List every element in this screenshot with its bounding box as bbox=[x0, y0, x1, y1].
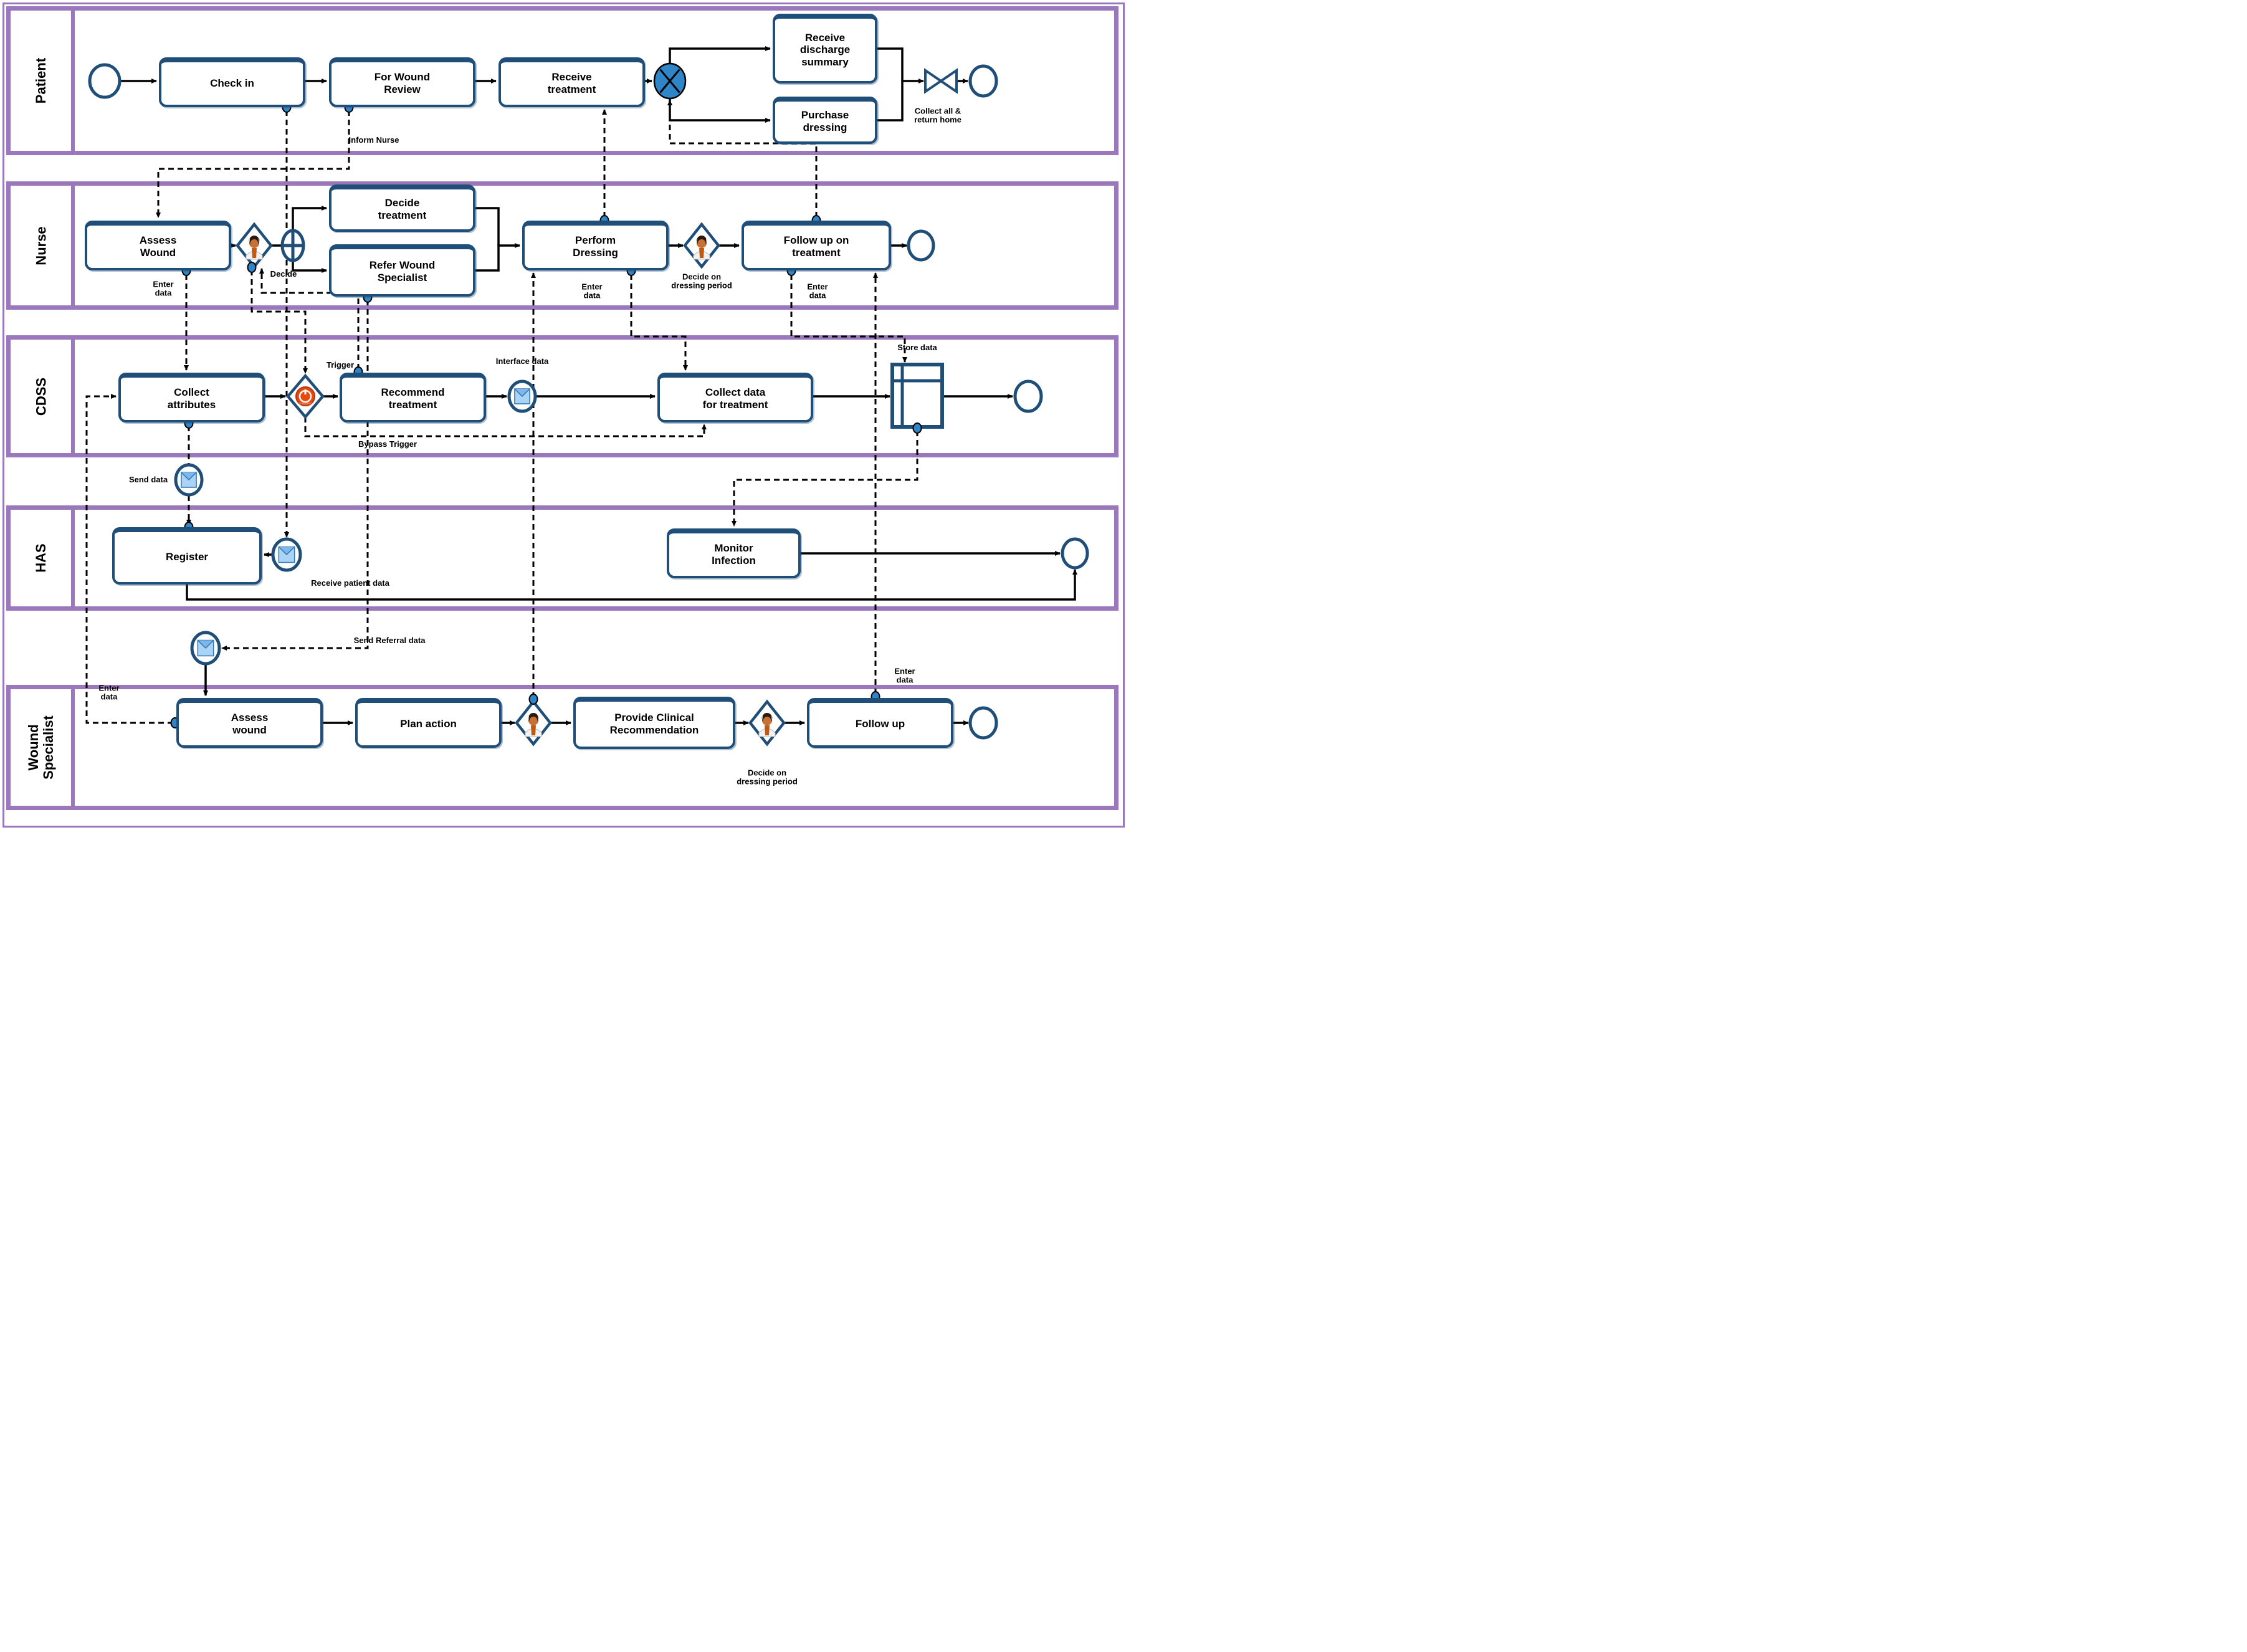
task-provide-clinical-recommendation[interactable]: Provide Clinical Recommendation bbox=[573, 697, 735, 749]
start-patient[interactable] bbox=[88, 63, 122, 99]
label-enter-data-followup-ws: Enter data bbox=[894, 666, 915, 685]
message-anchor-dot bbox=[528, 694, 538, 705]
task-receive-treatment[interactable]: Receive treatment bbox=[499, 57, 645, 107]
gateway-ws-decide-dressing[interactable] bbox=[748, 699, 786, 747]
label-enter-data-ws: Enter data bbox=[98, 683, 120, 702]
event-interface-data[interactable] bbox=[507, 380, 537, 413]
event-send-referral[interactable] bbox=[190, 631, 221, 666]
gateway-ws-decide[interactable] bbox=[515, 699, 552, 747]
task-purchase-dressing[interactable]: Purchase dressing bbox=[773, 97, 877, 144]
label-enter-data-perform: Enter data bbox=[581, 282, 603, 300]
label-enter-data-assess: Enter data bbox=[153, 279, 174, 298]
flow-refer-merge bbox=[475, 243, 520, 272]
gateway-xor[interactable] bbox=[653, 62, 687, 100]
lane-label-divider bbox=[71, 510, 75, 606]
label-enter-data-followup-tx: Enter data bbox=[807, 282, 828, 300]
task-collect-attributes[interactable]: Collect attributes bbox=[118, 373, 265, 423]
label-inform-nurse: Inform Nurse bbox=[348, 135, 399, 145]
gateway-parallel[interactable] bbox=[280, 229, 305, 262]
label-trigger: Trigger bbox=[326, 360, 355, 370]
label-receive-patient-data: Receive patient data bbox=[311, 578, 389, 588]
msg-bypass-trigger bbox=[304, 417, 707, 437]
lane-label-divider bbox=[71, 11, 75, 151]
flow-purchase-merge bbox=[877, 79, 924, 122]
flow-parallel-decidetx bbox=[292, 206, 327, 231]
gateway-decide[interactable] bbox=[236, 222, 273, 269]
task-receive-discharge-summary[interactable]: Receive discharge summary bbox=[773, 14, 877, 84]
task-collect-data-for-treatment[interactable]: Collect data for treatment bbox=[657, 373, 813, 423]
label-interface-data: Interface data bbox=[495, 356, 549, 366]
msg-fwr-assesswound bbox=[156, 110, 350, 218]
task-follow-up[interactable]: Follow up bbox=[807, 698, 953, 748]
label-store-data: Store data bbox=[897, 342, 937, 352]
task-perform-dressing[interactable]: Perform Dressing bbox=[522, 221, 669, 270]
end-nurse[interactable] bbox=[907, 229, 935, 262]
flow-xor-discharge bbox=[669, 46, 771, 64]
edge-layer bbox=[85, 46, 1089, 747]
task-check-in[interactable]: Check in bbox=[159, 57, 305, 107]
gateway-trigger[interactable] bbox=[286, 373, 325, 419]
message-anchor-dot bbox=[912, 423, 922, 434]
msg-followuptx-store bbox=[790, 274, 907, 363]
gateway-decide-dressing[interactable] bbox=[683, 222, 720, 269]
label-bypass-trigger: Bypass Trigger bbox=[358, 439, 417, 449]
msg-recommend-decide bbox=[259, 268, 360, 370]
event-send-data[interactable] bbox=[174, 463, 204, 497]
store-data[interactable] bbox=[890, 363, 944, 429]
task-follow-up-on-treatment[interactable]: Follow up on treatment bbox=[742, 221, 891, 270]
label-decide-on-dressing-period-nurse: Decide on dressing period bbox=[671, 272, 732, 290]
task-refer-wound-specialist[interactable]: Refer Wound Specialist bbox=[329, 244, 475, 297]
label-collect-all-return-home: Collect all & return home bbox=[914, 106, 961, 125]
lane-label-divider bbox=[71, 340, 75, 453]
lane-label-divider bbox=[71, 689, 75, 806]
task-plan-action[interactable]: Plan action bbox=[355, 698, 502, 748]
msg-decide-trigger bbox=[250, 270, 308, 374]
end-ws[interactable] bbox=[968, 706, 998, 740]
task-for-wound-review[interactable]: For Wound Review bbox=[329, 57, 475, 107]
task-assess-wound[interactable]: Assess Wound bbox=[85, 221, 231, 270]
task-decide-treatment[interactable]: Decide treatment bbox=[329, 184, 475, 232]
flow-decidetx-merge bbox=[475, 207, 500, 246]
lane-label-divider bbox=[71, 186, 75, 305]
task-monitor-infection[interactable]: Monitor Infection bbox=[667, 528, 801, 578]
label-decide: Decide bbox=[270, 269, 297, 279]
label-send-referral-data: Send Referral data bbox=[353, 635, 426, 645]
flow-parallel-refer bbox=[292, 260, 327, 273]
task-assess-wound-ws[interactable]: Assess wound bbox=[176, 698, 323, 748]
label-send-data: Send data bbox=[128, 474, 168, 484]
event-receive-patient-data[interactable] bbox=[271, 537, 302, 572]
msg-store-monitor bbox=[732, 431, 918, 527]
flow-register-endhas bbox=[186, 569, 1077, 601]
gateway-bowtie[interactable] bbox=[924, 68, 958, 94]
flow-discharge-merge bbox=[877, 47, 904, 81]
msg-perform-collectdata bbox=[630, 274, 688, 371]
msg-refer-sendreferral bbox=[221, 300, 369, 651]
end-cdss[interactable] bbox=[1013, 380, 1043, 413]
message-anchor-dot bbox=[247, 262, 257, 273]
task-register[interactable]: Register bbox=[112, 527, 262, 585]
end-patient[interactable] bbox=[968, 64, 998, 98]
flow-xor-purchase bbox=[669, 98, 771, 123]
end-has[interactable] bbox=[1061, 537, 1089, 570]
task-recommend-treatment[interactable]: Recommend treatment bbox=[340, 373, 486, 423]
label-decide-on-dressing-period-ws: Decide on dressing period bbox=[737, 768, 798, 786]
diagram-outer-border bbox=[2, 2, 1125, 828]
